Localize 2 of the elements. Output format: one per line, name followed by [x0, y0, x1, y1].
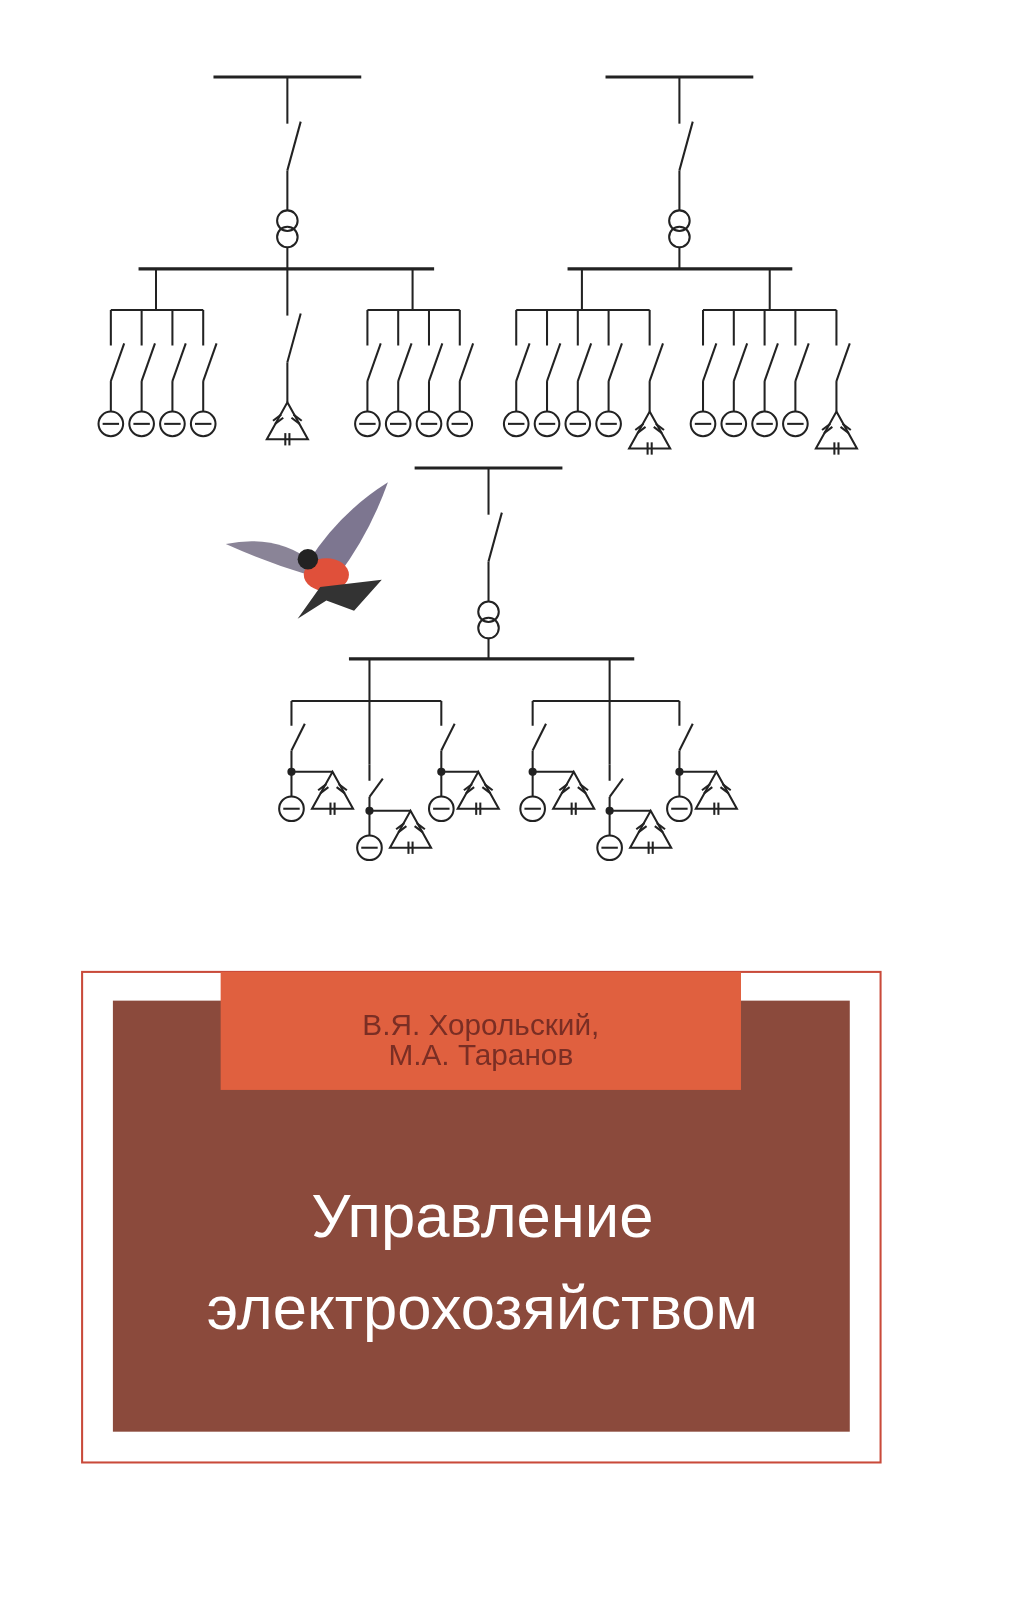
- author-name: В.Я. Хорольский,: [361, 1007, 601, 1042]
- book-title: Управление электрохозяйством: [205, 1180, 759, 1345]
